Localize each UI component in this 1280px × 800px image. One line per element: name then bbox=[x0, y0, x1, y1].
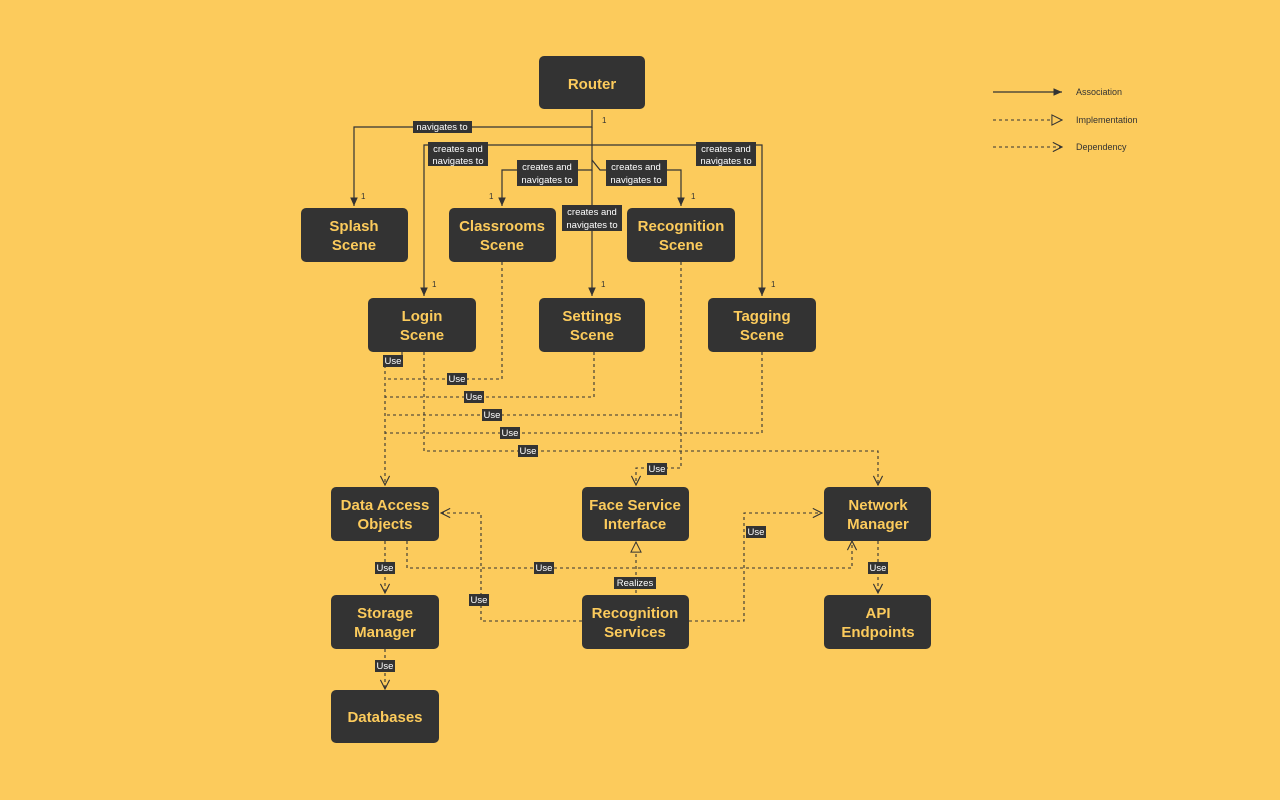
node-label: Interface bbox=[604, 516, 667, 533]
label-use: Use bbox=[484, 410, 501, 421]
label-use: Use bbox=[377, 661, 394, 672]
node-label: Scene bbox=[659, 237, 703, 254]
label-use: Use bbox=[377, 563, 394, 574]
legend-dependency-label: Dependency bbox=[1076, 142, 1127, 152]
label-navigates-to: navigates to bbox=[700, 156, 751, 167]
node-label: Scene bbox=[332, 237, 376, 254]
label-use: Use bbox=[466, 392, 483, 403]
label-navigates-to: navigates to bbox=[416, 122, 467, 133]
edge-login-dao bbox=[385, 352, 403, 485]
label-multiplicity: 1 bbox=[361, 192, 366, 201]
legend: Association Implementation Dependency bbox=[993, 87, 1138, 152]
node-face-service-interface[interactable]: Face Service Interface bbox=[582, 487, 689, 541]
label-creates-and: creates and bbox=[433, 144, 483, 155]
label-use: Use bbox=[385, 356, 402, 367]
label-creates-and: creates and bbox=[701, 144, 751, 155]
node-label: Classrooms bbox=[459, 218, 545, 235]
label-creates-and: creates and bbox=[567, 207, 617, 218]
edge-settings-dao bbox=[385, 352, 595, 398]
label-use: Use bbox=[649, 464, 666, 475]
node-classrooms-scene[interactable]: Classrooms Scene bbox=[449, 208, 556, 262]
edge-router-login bbox=[420, 127, 593, 296]
node-label: Network bbox=[848, 497, 908, 514]
label-multiplicity: 1 bbox=[601, 280, 606, 289]
node-label: API bbox=[865, 605, 890, 622]
node-data-access-objects[interactable]: Data Access Objects bbox=[331, 487, 439, 541]
node-databases[interactable]: Databases bbox=[331, 690, 439, 743]
label-navigates-to: navigates to bbox=[521, 175, 572, 186]
node-label: Manager bbox=[354, 624, 416, 641]
node-label: Databases bbox=[347, 709, 422, 726]
label-navigates-to: navigates to bbox=[432, 156, 483, 167]
label-use: Use bbox=[449, 374, 466, 385]
label-creates-and: creates and bbox=[611, 162, 661, 173]
node-label: Objects bbox=[357, 516, 412, 533]
label-use: Use bbox=[502, 428, 519, 439]
label-multiplicity: 1 bbox=[489, 192, 494, 201]
association-edges bbox=[350, 110, 766, 296]
label-use: Use bbox=[520, 446, 537, 457]
label-multiplicity: 1 bbox=[691, 192, 696, 201]
label-multiplicity: 1 bbox=[602, 116, 607, 125]
node-recognition-services[interactable]: Recognition Services bbox=[582, 595, 689, 649]
legend-association-label: Association bbox=[1076, 87, 1122, 97]
node-label: Face Service bbox=[589, 497, 681, 514]
label-realizes: Realizes bbox=[617, 578, 654, 589]
edge-labels: navigates to creates and navigates to cr… bbox=[361, 116, 888, 672]
edge-recservices-network bbox=[689, 513, 822, 622]
node-label: Storage bbox=[357, 605, 413, 622]
edge-router-splash bbox=[350, 110, 593, 206]
node-label: Data Access bbox=[341, 497, 430, 514]
node-label: Recognition bbox=[638, 218, 725, 235]
node-label: Settings bbox=[562, 308, 621, 325]
label-creates-and: creates and bbox=[522, 162, 572, 173]
label-use: Use bbox=[536, 563, 553, 574]
node-tagging-scene[interactable]: Tagging Scene bbox=[708, 298, 816, 352]
label-multiplicity: 1 bbox=[771, 280, 776, 289]
node-recognition-scene[interactable]: Recognition Scene bbox=[627, 208, 735, 262]
node-label: Splash bbox=[329, 218, 378, 235]
node-splash-scene[interactable]: Splash Scene bbox=[301, 208, 408, 262]
node-label: Manager bbox=[847, 516, 909, 533]
node-network-manager[interactable]: Network Manager bbox=[824, 487, 931, 541]
node-settings-scene[interactable]: Settings Scene bbox=[539, 298, 645, 352]
node-label: Scene bbox=[740, 327, 784, 344]
label-navigates-to: navigates to bbox=[610, 175, 661, 186]
node-label: Services bbox=[604, 624, 666, 641]
node-label: Scene bbox=[400, 327, 444, 344]
label-use: Use bbox=[748, 527, 765, 538]
node-login-scene[interactable]: Login Scene bbox=[368, 298, 476, 352]
edge-recognition-face-service bbox=[636, 415, 682, 485]
label-use: Use bbox=[870, 563, 887, 574]
node-api-endpoints[interactable]: API Endpoints bbox=[824, 595, 931, 649]
node-label: Tagging bbox=[733, 308, 790, 325]
label-multiplicity: 1 bbox=[432, 280, 437, 289]
node-label: Scene bbox=[570, 327, 614, 344]
node-label: Router bbox=[568, 76, 616, 93]
node-label: Login bbox=[402, 308, 443, 325]
edge-login-network bbox=[423, 352, 878, 485]
node-storage-manager[interactable]: Storage Manager bbox=[331, 595, 439, 649]
label-navigates-to: navigates to bbox=[566, 220, 617, 231]
node-label: Endpoints bbox=[841, 624, 914, 641]
node-label: Recognition bbox=[592, 605, 679, 622]
edge-router-tagging bbox=[592, 144, 766, 296]
legend-implementation-label: Implementation bbox=[1076, 115, 1138, 125]
node-router[interactable]: Router bbox=[539, 56, 645, 109]
edge-dao-network bbox=[406, 541, 852, 569]
edge-recservices-dao bbox=[441, 513, 582, 622]
edge-tagging-dao bbox=[385, 352, 763, 434]
node-label: Scene bbox=[480, 237, 524, 254]
label-use: Use bbox=[471, 595, 488, 606]
